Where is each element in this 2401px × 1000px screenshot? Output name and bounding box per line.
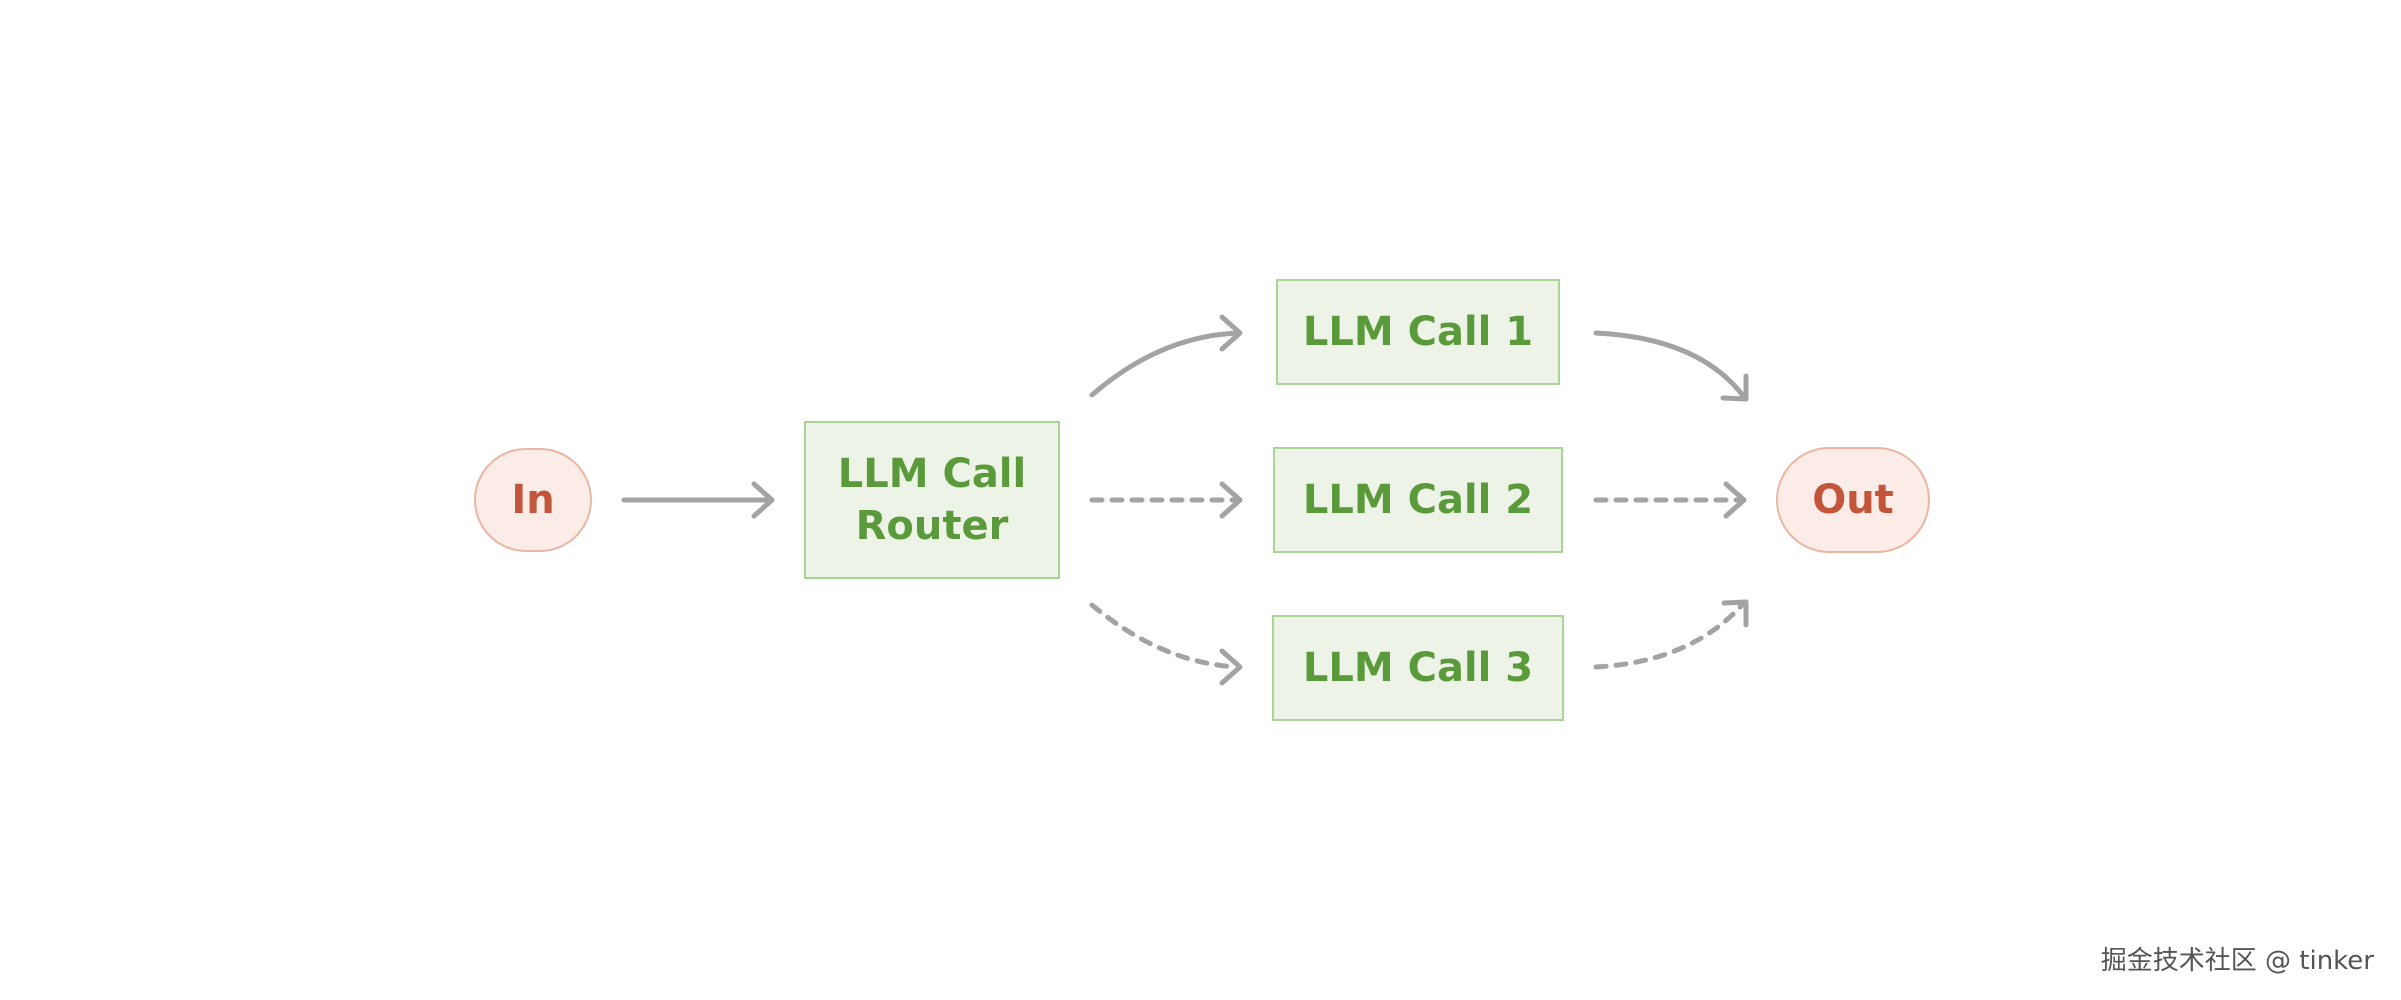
router-node: LLM Call Router bbox=[804, 421, 1060, 579]
input-node-label: In bbox=[511, 477, 555, 523]
output-node: Out bbox=[1776, 447, 1930, 553]
llm-call-2-node: LLM Call 2 bbox=[1273, 447, 1563, 553]
arrowhead-call-1-to-output bbox=[1720, 373, 1749, 402]
llm-call-1-node: LLM Call 1 bbox=[1276, 279, 1560, 385]
edge-call-3-to-output bbox=[1593, 602, 1745, 670]
arrowhead-router-to-call-1 bbox=[1219, 314, 1243, 352]
watermark-text: 掘金技术社区 @ tinker bbox=[2100, 946, 2374, 976]
arrowhead-router-to-call-2 bbox=[1219, 481, 1243, 519]
input-node: In bbox=[474, 448, 592, 552]
llm-call-2-label: LLM Call 2 bbox=[1302, 477, 1534, 523]
edge-router-to-call-3 bbox=[1089, 602, 1239, 670]
arrowhead-call-3-to-output bbox=[1721, 599, 1749, 628]
arrowhead-router-to-call-3 bbox=[1219, 648, 1243, 686]
llm-call-1-label: LLM Call 1 bbox=[1302, 309, 1534, 355]
llm-call-3-node: LLM Call 3 bbox=[1272, 615, 1564, 721]
llm-call-3-label: LLM Call 3 bbox=[1302, 645, 1534, 691]
output-node-label: Out bbox=[1812, 477, 1894, 523]
router-node-label: LLM Call Router bbox=[837, 451, 1027, 549]
arrowhead-input-to-router bbox=[751, 481, 775, 519]
arrowhead-call-2-to-output bbox=[1723, 481, 1747, 519]
edge-router-to-call-1 bbox=[1089, 330, 1241, 398]
edge-call-1-to-output bbox=[1593, 330, 1747, 400]
